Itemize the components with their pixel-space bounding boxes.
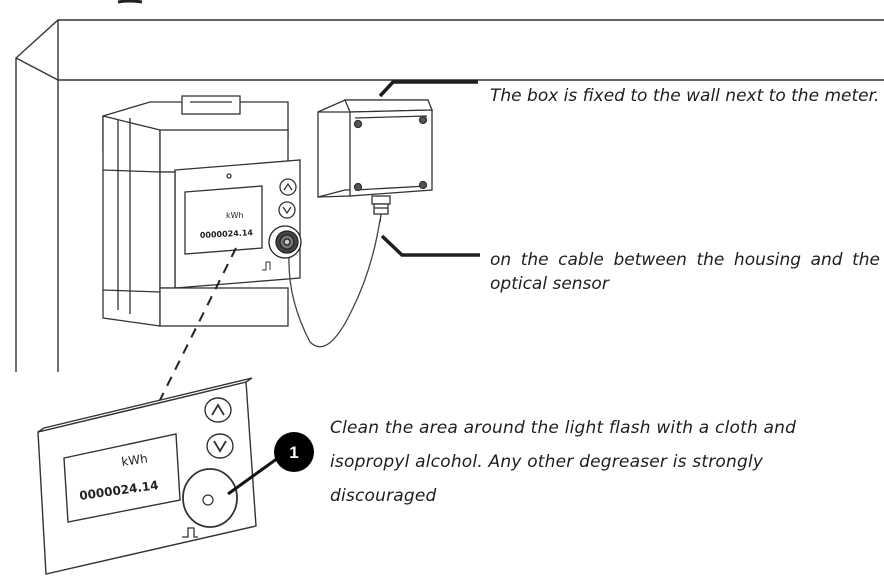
zoom-guide-line [155, 247, 237, 409]
marker-badge [274, 432, 314, 472]
electric-meter: kWh 0000024.14 [102, 95, 301, 327]
arrow-down-icon [278, 201, 296, 219]
detail-arrow-down-icon [206, 433, 234, 459]
callout-line-clean [227, 456, 279, 496]
arrow-up-icon [279, 178, 297, 196]
junction-box [317, 99, 433, 223]
caption-clean-instructions: Clean the area around the light flash wi… [330, 418, 797, 506]
callout-line-box [378, 80, 478, 98]
meter-reading: 0000024.14 [200, 228, 254, 240]
caption-box-fixed: The box is fixed to the wall next to the… [490, 86, 880, 106]
marker-number: 1 [289, 443, 298, 462]
detail-unit-label: kWh [120, 451, 148, 469]
callout-line-cable [380, 234, 480, 257]
meter-detail-panel: kWh 0000024.14 [37, 377, 257, 575]
pulse-icon [182, 527, 198, 538]
meter-unit-label: kWh [226, 211, 244, 220]
detail-arrow-up-icon [204, 397, 232, 423]
caption-cable: on the cable between the housing and the… [490, 250, 880, 294]
top-edge-fragment [117, 0, 143, 4]
wall [15, 19, 884, 372]
sensor-cable [288, 219, 381, 348]
optical-sensor [268, 225, 302, 259]
